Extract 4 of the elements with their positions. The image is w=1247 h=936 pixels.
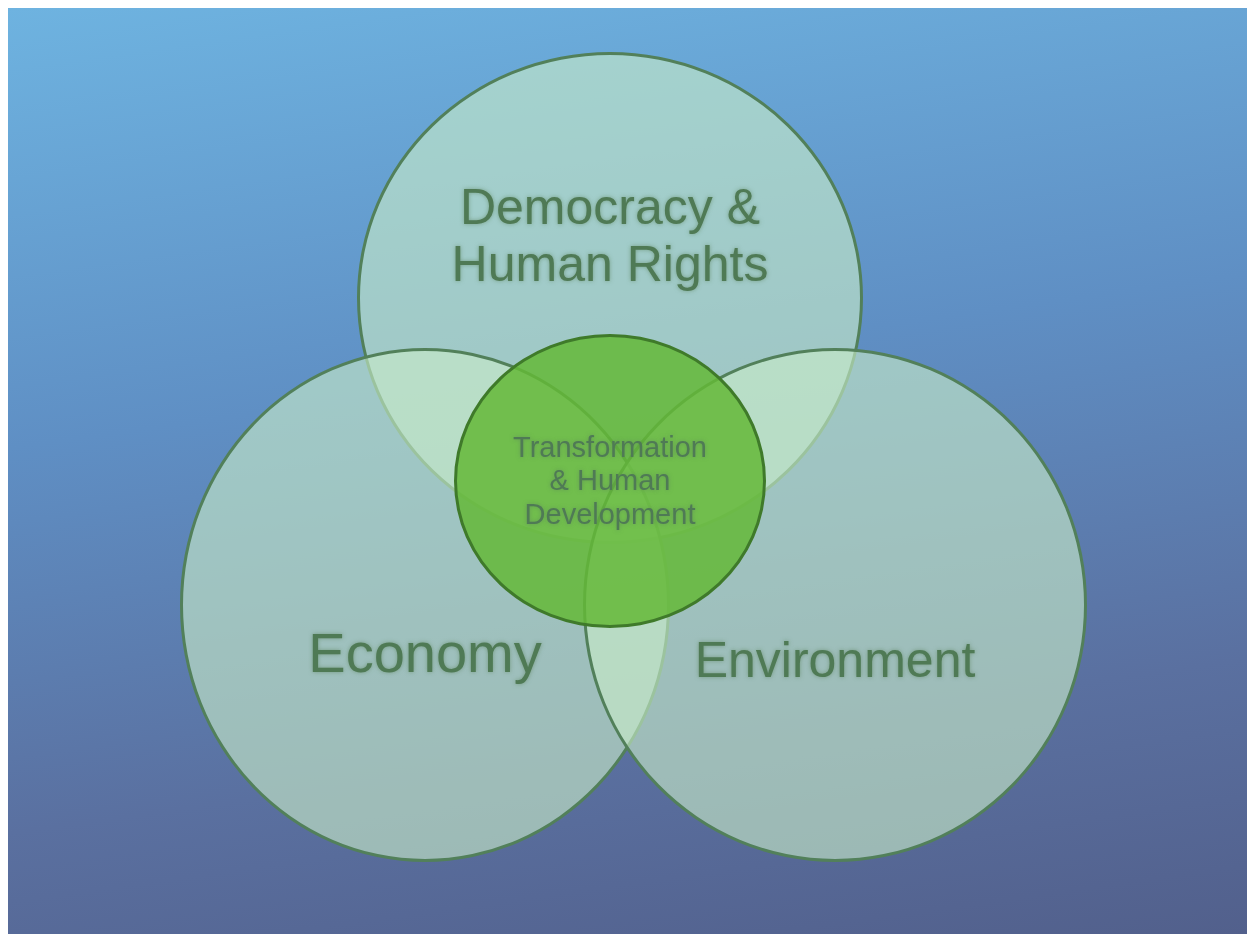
circle-label: Democracy & Human Rights — [450, 178, 770, 294]
circle-label: Economy — [307, 621, 543, 686]
circle-label: Transformation & Human Development — [512, 431, 708, 532]
circle-label: Environment — [693, 632, 977, 690]
